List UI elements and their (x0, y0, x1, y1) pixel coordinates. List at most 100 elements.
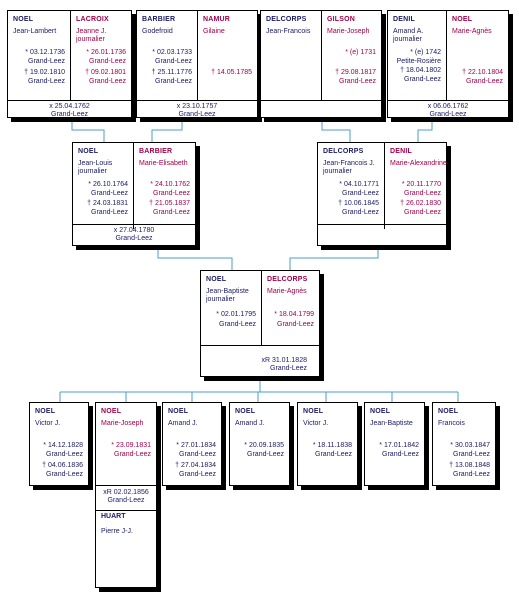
death-date: † 22.10.1804 (462, 69, 503, 76)
person-surname: NOEL (303, 408, 324, 415)
child-box[interactable]: NOEL Victor J. * 14.12.1828 Grand-Leez †… (29, 402, 89, 486)
birth-place: Grand-Leez (153, 190, 190, 197)
marriage-date: x 25.04.1762 (49, 103, 90, 110)
child-box[interactable]: NOEL Francois * 30.03.1847 Grand-Leez † … (432, 402, 496, 486)
person-surname: NOEL (235, 408, 256, 415)
husband-panel: DENIL Amand A. journalier * (e) 1742 Pet… (388, 11, 446, 101)
person-given-name: Godefroid (142, 28, 173, 35)
birth-date: * 04.10.1771 (339, 181, 379, 188)
birth-place: Grand-Leez (114, 451, 151, 458)
connector-line (289, 246, 379, 270)
person-given-name: Victor J. (303, 420, 329, 427)
connector-line (151, 118, 183, 142)
child-box[interactable]: NOEL Jean-Baptiste * 17.01.1842 Grand-Le… (364, 402, 425, 486)
child-box[interactable]: NOEL Marie-Joseph * 23.09.1831 Grand-Lee… (95, 402, 157, 588)
marriage-info: x 06.06.1762 Grand-Leez (388, 103, 508, 119)
birth-date: * (e) 1742 (410, 49, 441, 56)
death-place: Grand-Leez (46, 471, 83, 478)
wife-panel: BARBIER Marie-Elisabeth * 24.10.1762 Gra… (133, 143, 195, 229)
birth-place: Grand-Leez (89, 58, 126, 65)
person-surname: NAMUR (203, 16, 231, 23)
family-box[interactable]: BARBIER Godefroid * 02.03.1733 Grand-Lee… (136, 10, 258, 118)
death-place: Grand-Leez (179, 471, 216, 478)
birth-place: Grand-Leez (155, 58, 192, 65)
wife-panel: LACROIX Jeanne J. journalier * 26.01.173… (70, 11, 131, 101)
person-surname: NOEL (101, 408, 122, 415)
death-date: † 19.02.1810 (24, 69, 65, 76)
marriage-section: x 25.04.1762 Grand-Leez (8, 100, 131, 118)
marriage-date: xR 31.01.1828 (261, 357, 307, 364)
birth-date: * 26.01.1736 (86, 49, 126, 56)
family-box[interactable]: DELCORPS Jean-Francois GILSON Marie-Jose… (260, 10, 382, 118)
person-surname: DENIL (390, 148, 412, 155)
person-given-name: Marie-Elisabeth (139, 160, 188, 167)
person-surname: NOEL (370, 408, 391, 415)
death-place: Grand-Leez (453, 471, 490, 478)
spouse-given-name: Pierre J-J. (101, 528, 133, 535)
marriage-info: xR 31.01.1828 Grand-Leez (261, 357, 307, 373)
family-box[interactable]: DENIL Amand A. journalier * (e) 1742 Pet… (387, 10, 509, 118)
death-date: † 13.08.1848 (449, 462, 490, 469)
marriage-info: x 27.04.1780 Grand-Leez (73, 227, 195, 243)
death-place: Grand-Leez (155, 78, 192, 85)
person-surname: NOEL (438, 408, 459, 415)
person-surname: NOEL (13, 16, 34, 23)
person-given-name: Marie-Joseph (101, 420, 144, 427)
death-place: Grand-Leez (89, 78, 126, 85)
person-given-name: Jean-Louis journalier (78, 160, 113, 175)
marriage-place: Grand-Leez (178, 111, 216, 118)
person-given-name: Jean-Baptiste journalier (206, 288, 249, 303)
child-box[interactable]: NOEL Victor J. * 18.11.1838 Grand-Leez (297, 402, 358, 486)
person-surname: DELCORPS (266, 16, 307, 23)
death-date: † 18.04.1802 (400, 67, 441, 74)
marriage-place: Grand-Leez (115, 235, 153, 242)
birth-place: Grand-Leez (342, 190, 379, 197)
family-box[interactable]: NOEL Jean-Baptiste journalier * 02.01.17… (200, 270, 320, 377)
birth-date: * 02.01.1795 (216, 311, 256, 318)
wife-panel: DELCORPS Marie-Agnès * 18.04.1799 Grand-… (261, 271, 319, 346)
death-date: † 21.05.1837 (149, 200, 190, 207)
marriage-place: Grand-Leez (51, 111, 88, 118)
marriage-date: xR 02.02.1856 (103, 489, 149, 496)
person-surname: DELCORPS (323, 148, 364, 155)
birth-place: Grand-Leez (46, 451, 83, 458)
child-box[interactable]: NOEL Amand J. * 27.01.1834 Grand-Leez † … (162, 402, 222, 486)
marriage-date: x 06.06.1762 (427, 103, 469, 110)
birth-place: Petite-Rosière (396, 58, 441, 65)
connector-line (321, 118, 351, 142)
death-place: Grand-Leez (339, 78, 376, 85)
birth-place: Grand-Leez (219, 321, 256, 328)
death-place: Grand-Leez (342, 209, 379, 216)
birth-place: Grand-Leez (179, 451, 216, 458)
death-date: † 25.11.1776 (151, 69, 192, 76)
birth-place: Grand-Leez (453, 451, 490, 458)
birth-place: Grand-Leez (277, 321, 314, 328)
husband-panel: NOEL Jean-Louis journalier * 26.10.1764 … (73, 143, 133, 229)
child-box[interactable]: NOEL Amand J. * 20.09.1835 Grand-Leez (229, 402, 290, 486)
person-given-name: Gilaine (203, 28, 225, 35)
death-place: Grand-Leez (404, 209, 441, 216)
death-place: Grand-Leez (91, 209, 128, 216)
death-place: Grand-Leez (28, 78, 65, 85)
person-given-name: Amand J. (235, 420, 265, 427)
family-box[interactable]: NOEL Jean-Lambert * 03.12.1736 Grand-Lee… (7, 10, 132, 118)
person-given-name: Jean-Baptiste (370, 420, 413, 427)
husband-panel: NOEL Jean-Baptiste journalier * 02.01.17… (201, 271, 261, 346)
death-date: † 10.06.1845 (338, 200, 379, 207)
person-given-name: Marie-Joseph (327, 28, 370, 35)
husband-panel: NOEL Jean-Lambert * 03.12.1736 Grand-Lee… (8, 11, 70, 101)
marriage-section: x 23.10.1757 Grand-Leez (137, 100, 257, 118)
wife-panel: NAMUR Gilaine † 14.05.1785 (197, 11, 257, 101)
death-place: Grand-Leez (404, 76, 441, 83)
birth-date: * 24.10.1762 (150, 181, 190, 188)
family-box[interactable]: DELCORPS Jean-Francois J. journalier * 0… (317, 142, 447, 246)
person-surname: BARBIER (139, 148, 173, 155)
person-surname: GILSON (327, 16, 356, 23)
person-given-name: Jean-Francois J. journalier (323, 160, 375, 175)
wife-panel: GILSON Marie-Joseph * (e) 1731 † 29.08.1… (321, 11, 381, 101)
person-surname: NOEL (35, 408, 56, 415)
person-surname: LACROIX (76, 16, 109, 23)
marriage-info: xR 02.02.1856 Grand-Leez (96, 489, 156, 505)
person-surname: BARBIER (142, 16, 176, 23)
family-box[interactable]: NOEL Jean-Louis journalier * 26.10.1764 … (72, 142, 196, 246)
